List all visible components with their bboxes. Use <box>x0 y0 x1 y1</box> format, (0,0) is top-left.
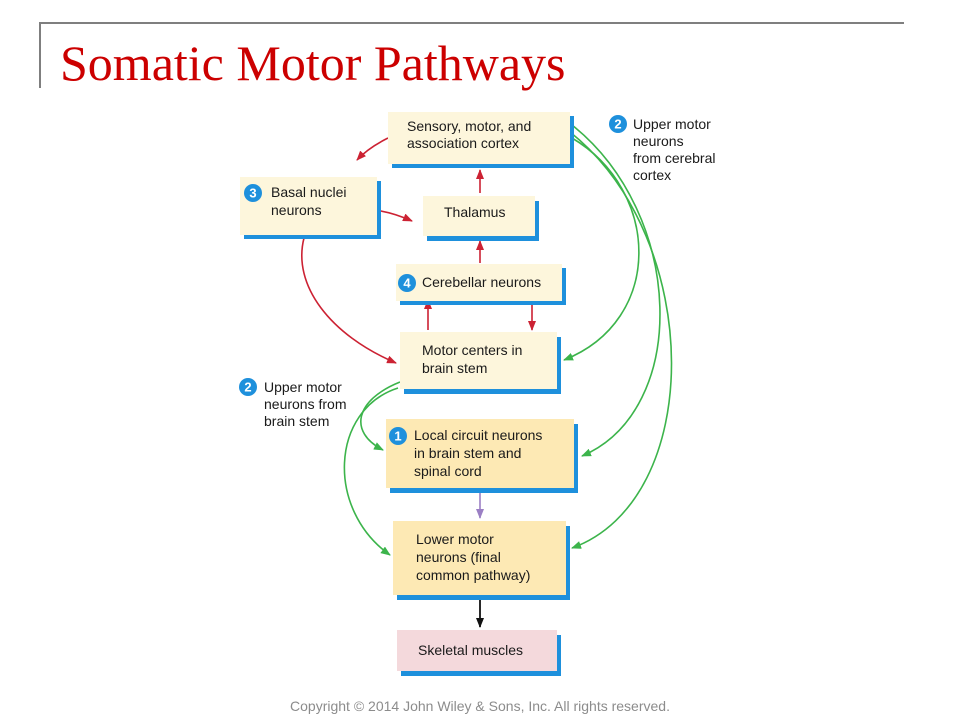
svg-text:4: 4 <box>403 276 411 291</box>
badge-upper-cortex: 2 <box>609 115 627 133</box>
slide-title: Somatic Motor Pathways <box>60 35 566 91</box>
svg-text:3: 3 <box>249 186 256 201</box>
svg-text:Upper motor: Upper motor <box>633 116 711 132</box>
box-skeletal-muscles: Skeletal muscles <box>397 630 561 676</box>
box-cortex-line-1: Sensory, motor, and <box>407 118 531 134</box>
svg-text:Sensory, motor, and: Sensory, motor, and <box>407 118 531 134</box>
box-cerebellar: Cerebellar neurons <box>396 264 566 305</box>
svg-text:brain stem: brain stem <box>264 413 329 429</box>
arrow-cortex-to-localcircuit <box>571 124 661 457</box>
svg-text:Cerebellar neurons: Cerebellar neurons <box>422 274 541 290</box>
box-lower-motor: Lower motor neurons (final common pathwa… <box>393 521 570 600</box>
box-thalamus: Thalamus <box>423 196 539 241</box>
box-localcircuit-line-1: Local circuit neurons <box>414 427 542 443</box>
arrow-cortex-to-lowermotor <box>569 131 673 549</box>
svg-text:Motor centers in: Motor centers in <box>422 342 522 358</box>
arrow-motorcenters-to-localcircuit <box>360 381 401 451</box>
slide-frame-top <box>40 22 904 24</box>
svg-text:in brain stem and: in brain stem and <box>414 445 521 461</box>
box-basal-line-2: neurons <box>271 202 322 218</box>
badge-local-circuit: 1 <box>389 427 407 445</box>
svg-text:Local circuit neurons: Local circuit neurons <box>414 427 542 443</box>
badge-cerebellar: 4 <box>398 274 416 292</box>
arrow-cortex-to-basal <box>356 137 389 161</box>
svg-text:Upper motor: Upper motor <box>264 379 342 395</box>
box-lowermotor-line-1: Lower motor <box>416 531 494 547</box>
svg-text:neurons: neurons <box>633 133 684 149</box>
svg-text:Lower motor: Lower motor <box>416 531 494 547</box>
badge-upper-brainstem: 2 <box>239 378 257 396</box>
svg-text:cortex: cortex <box>633 167 671 183</box>
box-basal-line-1: Basal nuclei <box>271 184 347 200</box>
svg-text:association cortex: association cortex <box>407 135 519 151</box>
box-motorcenters-line-2: brain stem <box>422 360 487 376</box>
svg-text:common pathway): common pathway) <box>416 567 530 583</box>
arrow-cortex-to-motorcenters <box>563 137 640 361</box>
box-basal-nuclei: Basal nuclei neurons <box>240 177 381 239</box>
box-localcircuit-line-2: in brain stem and <box>414 445 521 461</box>
label-upper-motor-brainstem: Upper motor neurons from brain stem <box>264 379 346 429</box>
svg-text:neurons from: neurons from <box>264 396 346 412</box>
box-cortex: Sensory, motor, and association cortex <box>388 112 574 168</box>
box-cerebellar-line-1: Cerebellar neurons <box>422 274 541 290</box>
svg-text:from cerebral: from cerebral <box>633 150 715 166</box>
box-skeletal-line-1: Skeletal muscles <box>418 642 523 658</box>
svg-text:neurons (final: neurons (final <box>416 549 501 565</box>
svg-text:Basal nuclei: Basal nuclei <box>271 184 347 200</box>
box-lowermotor-line-2: neurons (final <box>416 549 501 565</box>
box-thalamus-line-1: Thalamus <box>444 204 505 220</box>
label-upper-motor-cortex: Upper motor neurons from cerebral cortex <box>633 116 715 183</box>
box-lowermotor-line-3: common pathway) <box>416 567 530 583</box>
box-cortex-line-2: association cortex <box>407 135 519 151</box>
arrow-basal-to-motorcenters <box>301 237 397 364</box>
box-motorcenters-line-1: Motor centers in <box>422 342 522 358</box>
arrow-motorcenters-to-lowermotor <box>343 387 399 556</box>
box-local-circuit: Local circuit neurons in brain stem and … <box>386 419 578 493</box>
slide-frame-left <box>39 22 41 88</box>
svg-text:Skeletal muscles: Skeletal muscles <box>418 642 523 658</box>
svg-text:2: 2 <box>614 117 621 132</box>
box-localcircuit-line-3: spinal cord <box>414 463 482 479</box>
svg-text:neurons: neurons <box>271 202 322 218</box>
svg-text:brain stem: brain stem <box>422 360 487 376</box>
copyright-footer: Copyright © 2014 John Wiley & Sons, Inc.… <box>290 698 670 714</box>
svg-text:Thalamus: Thalamus <box>444 204 505 220</box>
svg-text:2: 2 <box>244 380 251 395</box>
badge-basal: 3 <box>244 184 262 202</box>
svg-text:1: 1 <box>394 429 401 444</box>
box-motor-centers: Motor centers in brain stem <box>400 332 561 394</box>
svg-text:spinal cord: spinal cord <box>414 463 482 479</box>
